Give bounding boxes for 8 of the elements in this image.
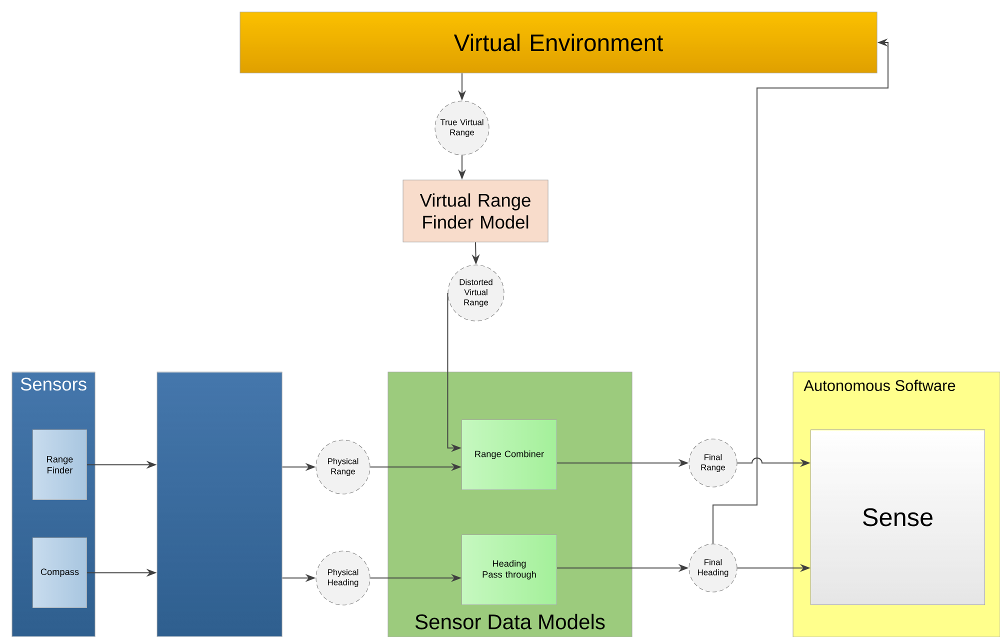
process-box: Sense	[810, 429, 986, 606]
process-box: Range Combiner	[461, 419, 558, 490]
process-box: Compass	[32, 537, 88, 608]
group-panel	[156, 372, 282, 637]
process-box: Virtual Environment	[240, 12, 878, 74]
process-box: Virtual Range Finder Model	[402, 180, 548, 242]
process-box: Heading Pass through	[461, 534, 558, 606]
process-box: Range Finder	[32, 429, 88, 500]
